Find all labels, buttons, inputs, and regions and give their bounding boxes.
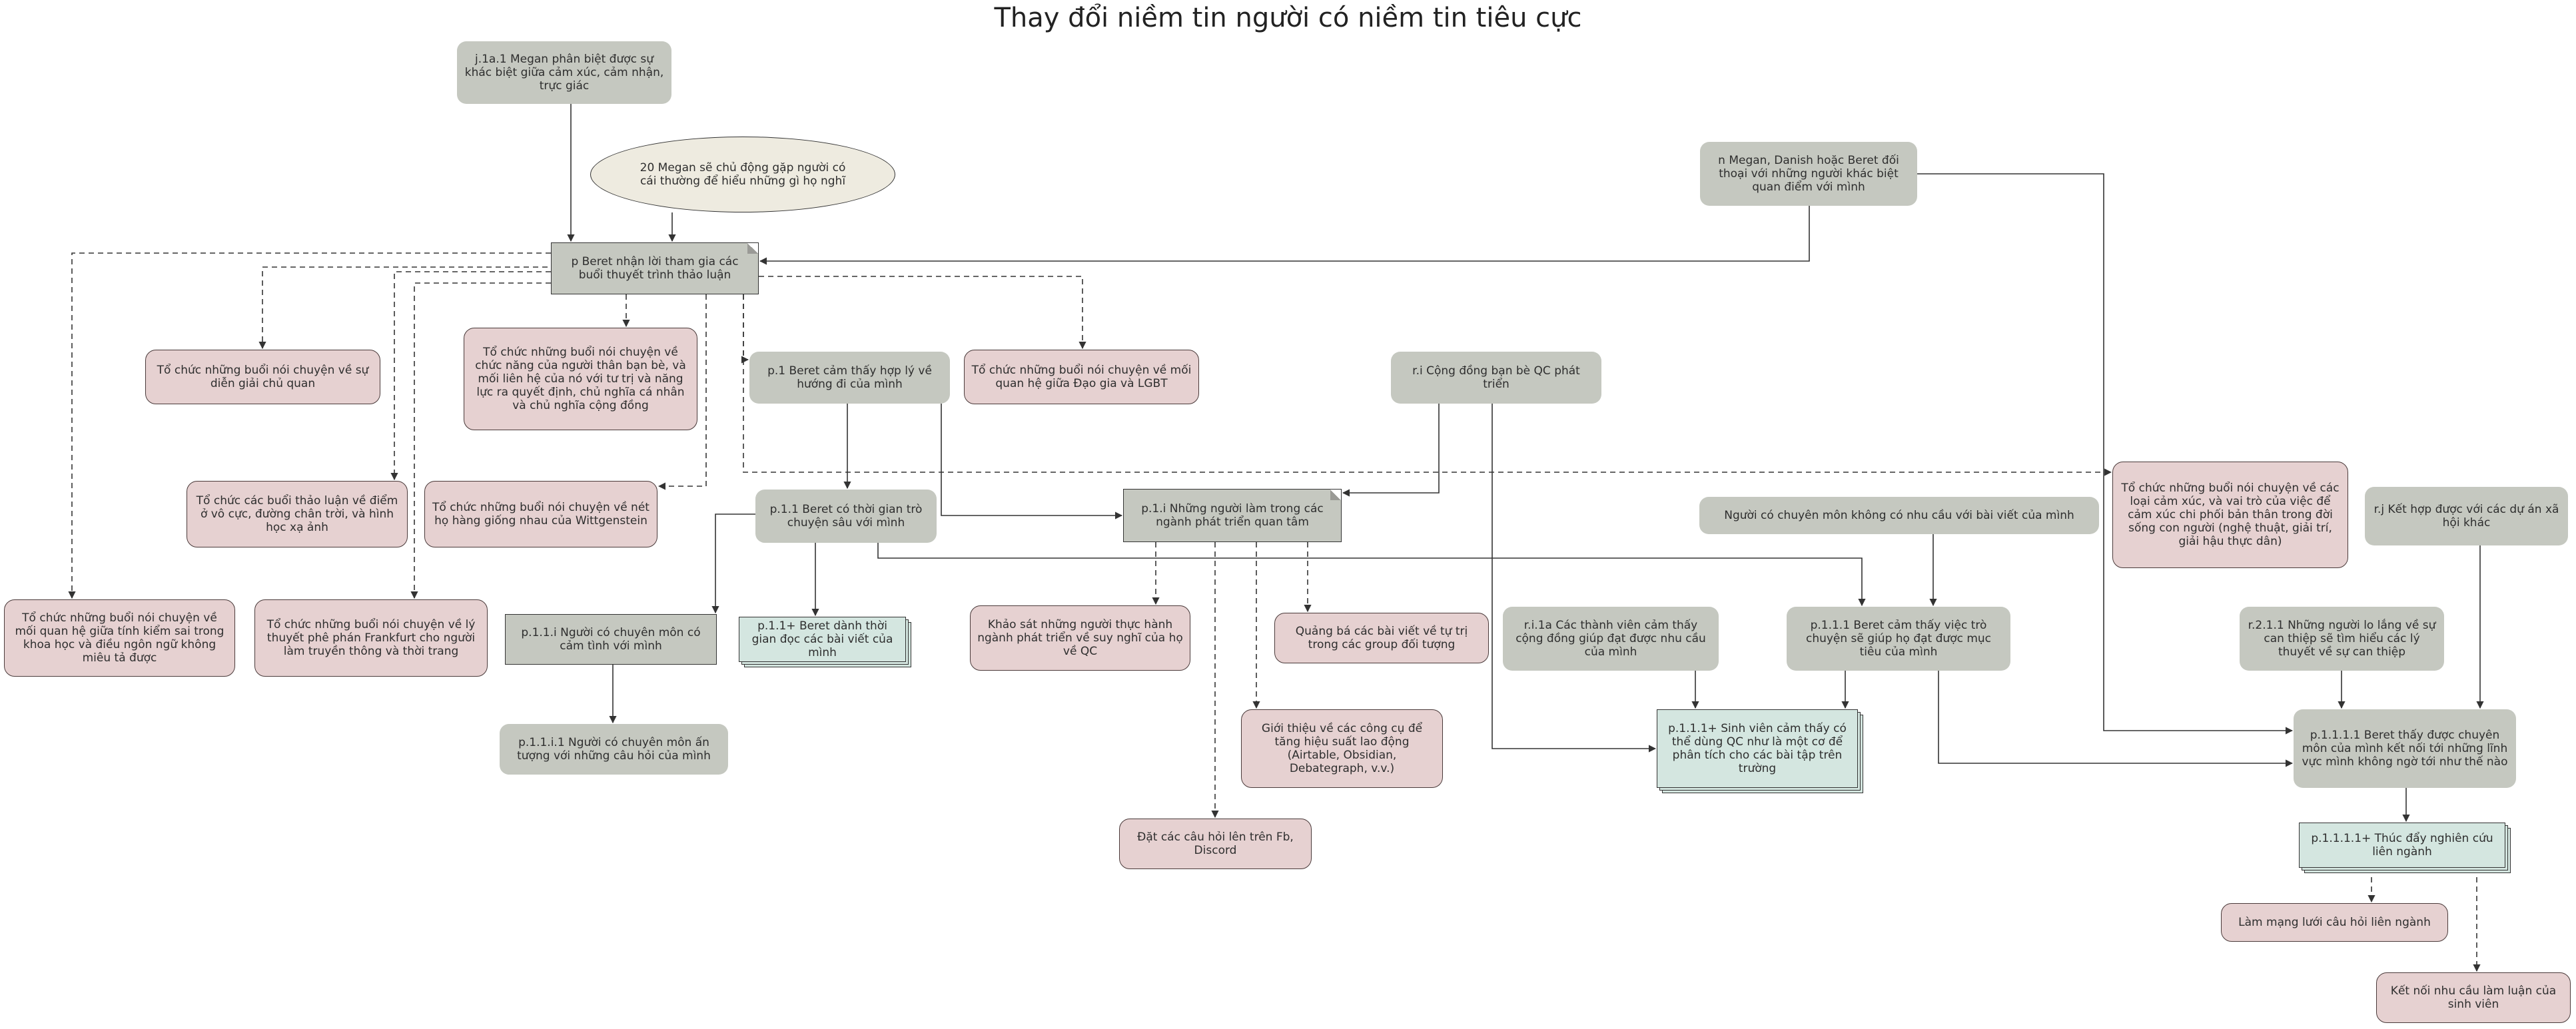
node-p11i[interactable]: p.1.1.i Người có chuyên môn có cảm tình … (505, 614, 717, 665)
node-n-dialog[interactable]: n Megan, Danish hoặc Beret đối thoại với… (1700, 142, 1917, 206)
node-r21i[interactable]: r.2.1.1 Những người lo lắng về sự can th… (2240, 607, 2444, 671)
node-talk-lgbt[interactable]: Tổ chức những buổi nói chuyện về mối qua… (964, 350, 1199, 404)
node-n20[interactable]: 20 Megan sẽ chủ động gặp người có cái th… (590, 137, 895, 212)
edge-p111-to-p1111 (1938, 671, 2294, 767)
node-tools[interactable]: Giới thiệu về các công cụ để tăng hiệu s… (1241, 709, 1443, 788)
node-talk-friends[interactable]: Tổ chức những buổi nói chuyện về chức nă… (464, 328, 697, 430)
node-p111[interactable]: p.1.1.1 Beret cảm thấy việc trò chuyện s… (1787, 607, 2010, 671)
node-talk-frankfurt[interactable]: Tổ chức những buổi nói chuyện về lý thuy… (254, 599, 488, 677)
node-expert-need[interactable]: Người có chuyên môn không có nhu cầu với… (1699, 497, 2099, 534)
edge-p1-to-p1i (941, 404, 1123, 519)
node-talk-science[interactable]: Tổ chức những buổi nói chuyện về mối qua… (4, 599, 235, 677)
node-network[interactable]: Làm mạng lưới câu hỏi liên ngành (2221, 903, 2448, 942)
node-p11plus[interactable]: p.1.1+ Beret dành thời gian đọc các bài … (739, 617, 906, 662)
edge-ri-to-p1i (1342, 404, 1440, 497)
diagram-title: Thay đổi niềm tin người có niềm tin tiêu… (994, 3, 1582, 33)
node-talk-emotions[interactable]: Tổ chức những buổi nói chuyện về các loạ… (2112, 462, 2348, 568)
node-p1111plus[interactable]: p.1.1.1.1+ Thúc đẩy nghiên cứu liên ngàn… (2299, 823, 2505, 868)
edge-ndialog-to-p (759, 206, 1810, 265)
node-p1111[interactable]: p.1.1.1.1 Beret thấy được chuyên môn của… (2294, 709, 2516, 788)
node-p1[interactable]: p.1 Beret cảm thấy hợp lý về hướng đi củ… (749, 352, 950, 404)
node-ri1a[interactable]: r.i.1a Các thành viên cảm thấy cộng đồng… (1503, 607, 1719, 671)
node-p11i1[interactable]: p.1.1.i.1 Người có chuyên môn ấn tượng v… (500, 724, 728, 775)
node-promote[interactable]: Quảng bá các bài viết về tự trị trong cá… (1274, 613, 1489, 663)
node-discuss-infinity[interactable]: Tổ chức các buổi thảo luận về điểm ở vô … (187, 481, 408, 547)
node-talk-wittgenstein[interactable]: Tổ chức những buổi nói chuyện về nét họ … (424, 481, 657, 547)
node-ri[interactable]: r.i Cộng đồng bạn bè QC phát triển (1391, 352, 1601, 404)
node-p11[interactable]: p.1.1 Beret có thời gian trò chuyện sâu … (755, 490, 937, 543)
edge-p11-to-p11i (711, 514, 755, 614)
node-ask-fb[interactable]: Đặt các câu hỏi lên trên Fb, Discord (1119, 819, 1312, 869)
node-connect[interactable]: Kết nối nhu cầu làm luận của sinh viên (2376, 972, 2571, 1023)
edge-p11-to-p111 (877, 543, 1866, 607)
edge-ri-to-p111plus (1492, 404, 1657, 753)
node-p[interactable]: p Beret nhận lời tham gia các buổi thuyế… (551, 242, 759, 294)
node-p111plus[interactable]: p.1.1.1+ Sinh viên cảm thấy có thể dùng … (1657, 709, 1858, 788)
edge-p-to-p1 (741, 294, 749, 364)
node-j1a1[interactable]: j.1a.1 Megan phân biệt được sự khác biệt… (457, 41, 671, 104)
edge-p-to-talk-lgbt (759, 276, 1086, 350)
node-rj[interactable]: r.j Kết hợp được với các dự án xã hội kh… (2365, 487, 2568, 545)
node-survey[interactable]: Khảo sát những người thực hành ngành phá… (970, 605, 1190, 671)
node-p1i[interactable]: p.1.i Những người làm trong các ngành ph… (1123, 489, 1342, 542)
node-talk-subjective[interactable]: Tổ chức những buổi nói chuyện về sự diễn… (145, 350, 380, 404)
